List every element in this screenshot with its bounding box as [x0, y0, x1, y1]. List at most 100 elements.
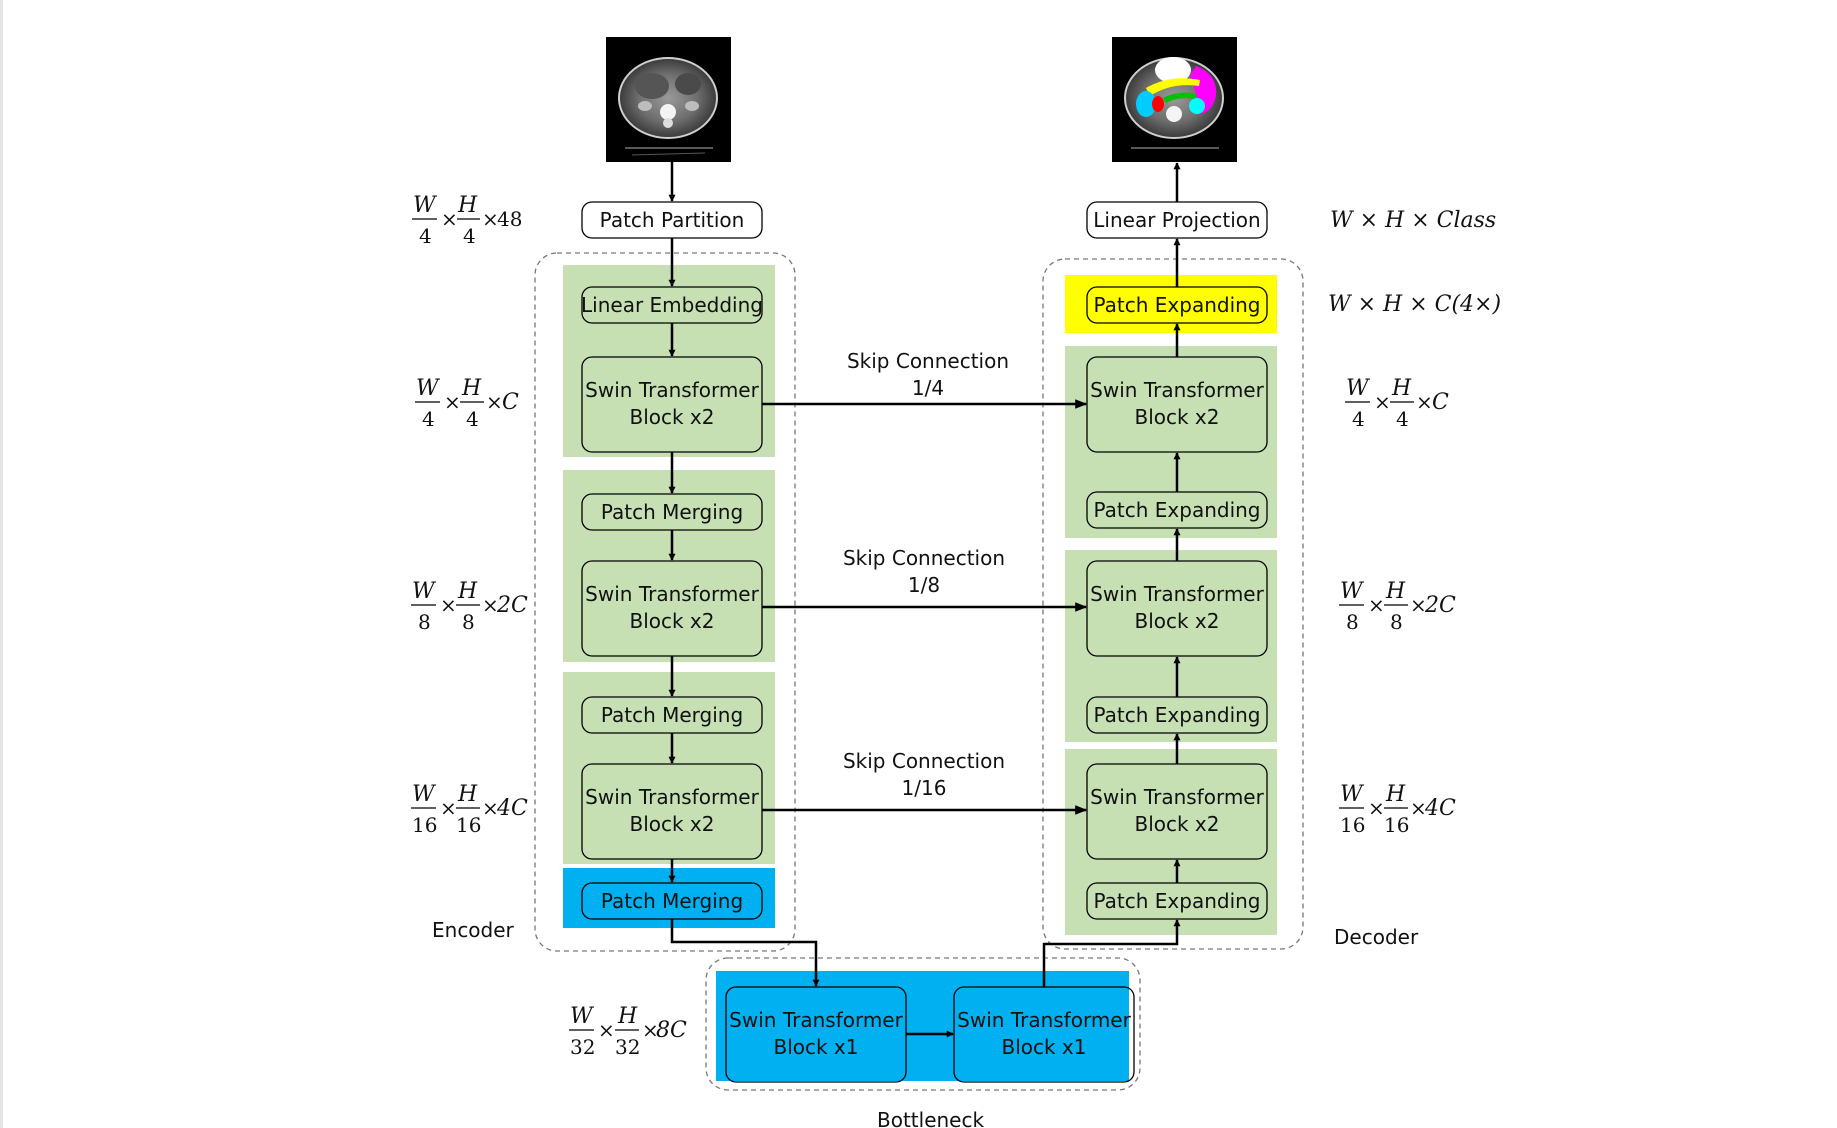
svg-text:16: 16	[1340, 813, 1365, 837]
encoder-label: Encoder	[432, 918, 515, 942]
skip-connection-3: Skip Connection 1/16	[762, 749, 1088, 815]
skip-connection-ratio: 1/16	[902, 776, 947, 800]
svg-text:W: W	[416, 376, 441, 401]
swin-label-line2: Block x2	[1134, 405, 1219, 429]
svg-text:H: H	[1385, 579, 1406, 604]
encoder-stage-3	[563, 672, 775, 864]
svg-text:16: 16	[412, 813, 437, 837]
skip-connection-ratio: 1/4	[912, 376, 944, 400]
svg-text:4C: 4C	[1424, 796, 1456, 821]
swin-label-line1: Swin Transformer	[585, 785, 759, 809]
svg-text:×: ×	[1368, 796, 1385, 820]
svg-text:W: W	[570, 1004, 595, 1029]
swin-label-line1: Swin Transformer	[1090, 785, 1264, 809]
encoder-patch-merging-2: Patch Merging	[581, 696, 763, 734]
svg-text:W: W	[1340, 782, 1365, 807]
swin-label-line1: Swin Transformer	[729, 1008, 903, 1032]
svg-text:C: C	[502, 390, 519, 415]
encoder-swin-block-1: Swin Transformer Block x2	[581, 356, 763, 453]
decoder-stage-3	[1065, 749, 1277, 935]
dim-right-2C: W 8 × H 8 × 2C	[1339, 579, 1456, 634]
swin-label-line1: Swin Transformer	[1090, 378, 1264, 402]
input-ct-image	[606, 37, 731, 162]
swin-label-line2: Block x1	[773, 1035, 858, 1059]
svg-text:H: H	[461, 376, 482, 401]
svg-text:4: 4	[463, 224, 476, 248]
svg-text:4C: 4C	[496, 796, 528, 821]
svg-text:8: 8	[1390, 610, 1403, 634]
decoder-label: Decoder	[1334, 925, 1419, 949]
svg-text:H: H	[457, 193, 478, 218]
svg-text:×: ×	[482, 796, 499, 820]
svg-text:W: W	[1340, 579, 1365, 604]
dim-left-2C: W 8 × H 8 × 2C	[411, 579, 528, 634]
output-segmentation-image	[1112, 37, 1237, 162]
encoder-stage-1	[563, 265, 775, 457]
svg-text:8C: 8C	[656, 1018, 687, 1043]
svg-text:W: W	[412, 579, 437, 604]
dim-right-C: W 4 × H 4 × C	[1345, 376, 1449, 431]
bottleneck-stage	[716, 971, 1129, 1081]
svg-text:8: 8	[1346, 610, 1359, 634]
bottleneck-group	[705, 957, 1141, 1091]
skip-connection-title: Skip Connection	[847, 349, 1009, 373]
linear-embedding-label: Linear Embedding	[581, 293, 763, 317]
skip-connection-title: Skip Connection	[843, 546, 1005, 570]
svg-text:H: H	[457, 579, 478, 604]
skip-connection-1: Skip Connection 1/4	[762, 349, 1088, 409]
decoder-swin-block-2: Swin Transformer Block x2	[1086, 560, 1268, 657]
svg-text:×: ×	[440, 796, 457, 820]
page-edge	[0, 0, 3, 1128]
decoder-stage-2	[1065, 550, 1277, 742]
svg-text:H: H	[617, 1004, 638, 1029]
svg-text:4: 4	[1396, 407, 1409, 431]
patch-merging-label: Patch Merging	[601, 889, 743, 913]
patch-expanding-label: Patch Expanding	[1093, 498, 1260, 522]
svg-text:H: H	[1385, 782, 1406, 807]
svg-text:16: 16	[456, 813, 481, 837]
svg-text:16: 16	[1384, 813, 1409, 837]
encoder-swin-block-2: Swin Transformer Block x2	[581, 560, 763, 657]
svg-text:×: ×	[441, 207, 458, 231]
patch-partition-label: Patch Partition	[600, 208, 745, 232]
encoder-stage-2	[563, 470, 775, 662]
svg-text:48: 48	[497, 207, 522, 231]
decoder-group	[1042, 258, 1304, 950]
svg-text:×: ×	[444, 390, 461, 414]
swin-label-line2: Block x2	[1134, 609, 1219, 633]
svg-text:8: 8	[462, 610, 475, 634]
svg-text:W: W	[412, 782, 437, 807]
svg-text:×: ×	[486, 390, 503, 414]
svg-text:32: 32	[570, 1035, 595, 1059]
svg-text:×: ×	[598, 1018, 615, 1042]
dim-bottleneck-8C: W 32 × H 32 × 8C	[569, 1004, 687, 1059]
swin-label-line2: Block x2	[629, 609, 714, 633]
swin-label-line1: Swin Transformer	[585, 582, 759, 606]
dim-left-C: W 4 × H 4 × C	[415, 376, 519, 431]
patch-expanding-label: Patch Expanding	[1093, 703, 1260, 727]
patch-merging-label: Patch Merging	[601, 500, 743, 524]
swin-label-line1: Swin Transformer	[957, 1008, 1131, 1032]
swin-label-line2: Block x2	[1134, 812, 1219, 836]
skip-connection-title: Skip Connection	[843, 749, 1005, 773]
svg-text:4: 4	[422, 407, 435, 431]
decoder-swin-block-1: Swin Transformer Block x2	[1086, 356, 1268, 453]
linear-projection-block: Linear Projection	[1086, 201, 1268, 239]
svg-text:×: ×	[1410, 593, 1427, 617]
swin-label-line2: Block x2	[629, 812, 714, 836]
dim-output-class: W × H × Class	[1330, 208, 1496, 233]
svg-text:8: 8	[418, 610, 431, 634]
dim-left-4C: W 16 × H 16 × 4C	[411, 782, 528, 837]
svg-text:2C: 2C	[496, 593, 528, 618]
svg-text:×: ×	[1368, 593, 1385, 617]
svg-text:4: 4	[466, 407, 479, 431]
svg-text:4: 4	[419, 224, 432, 248]
swin-label-line1: Swin Transformer	[585, 378, 759, 402]
decoder-arrows	[906, 162, 1181, 1038]
patch-expanding-label: Patch Expanding	[1093, 293, 1260, 317]
svg-text:×: ×	[1410, 796, 1427, 820]
encoder-patch-merging-3: Patch Merging	[581, 882, 763, 920]
dim-left-48: W 4 × H 4 × 48	[412, 193, 522, 248]
svg-text:×: ×	[1374, 390, 1391, 414]
